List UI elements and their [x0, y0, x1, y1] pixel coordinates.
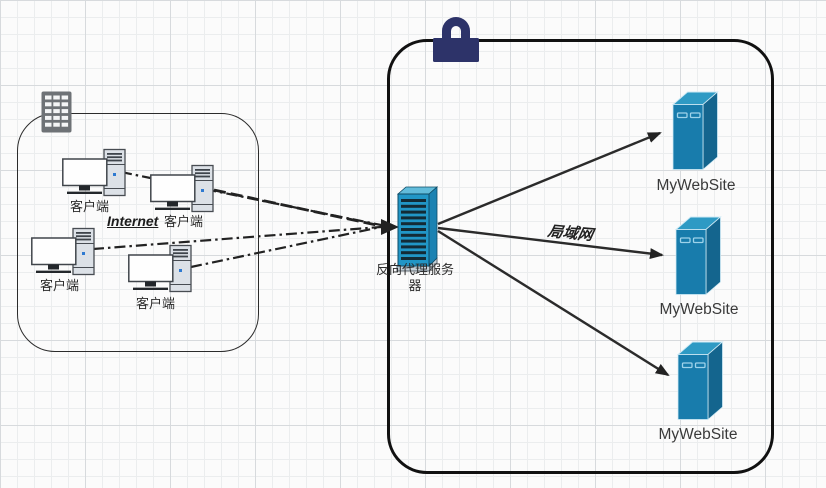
webserver3-node server-tower-icon[interactable] [677, 341, 724, 425]
webserver1-label: MyWebSite [656, 177, 736, 194]
client3-proxy-link[interactable] [92, 225, 382, 251]
client3-label: 客户端 [40, 278, 80, 293]
reverse-proxy-node rack-server-icon[interactable] [393, 186, 445, 282]
proxy-arrowhead [381, 219, 399, 235]
webserver1-node server-tower-icon[interactable] [672, 91, 719, 175]
client3-node desktop-computer-icon[interactable] [31, 227, 105, 285]
proxy-server1-link[interactable] [437, 131, 662, 226]
client1-node desktop-computer-icon[interactable] [62, 148, 136, 206]
proxy-server2-link[interactable] [437, 226, 664, 260]
reverse-proxy-label: 反向代理服务器 [375, 262, 454, 293]
webserver2-node server-tower-icon[interactable] [675, 216, 722, 300]
client4-label: 客户端 [136, 296, 176, 311]
client2-node desktop-computer-icon[interactable] [150, 164, 224, 222]
webserver2-label: MyWebSite [659, 301, 739, 318]
padlock-icon [433, 17, 479, 62]
client4-node desktop-computer-icon[interactable] [128, 244, 202, 302]
building-icon [41, 91, 72, 133]
client1-label: 客户端 [70, 199, 110, 214]
lan-label: 局域网 [546, 223, 595, 244]
internet-label: Internet [107, 213, 159, 229]
lan-group-box[interactable] [387, 39, 774, 474]
client4-proxy-link[interactable] [190, 225, 382, 269]
client2-proxy-link[interactable] [213, 188, 382, 228]
proxy-server3-link[interactable] [437, 229, 670, 377]
client2-label: 客户端 [164, 214, 204, 229]
internet-group-box[interactable] [17, 113, 259, 352]
webserver3-label: MyWebSite [658, 426, 738, 443]
